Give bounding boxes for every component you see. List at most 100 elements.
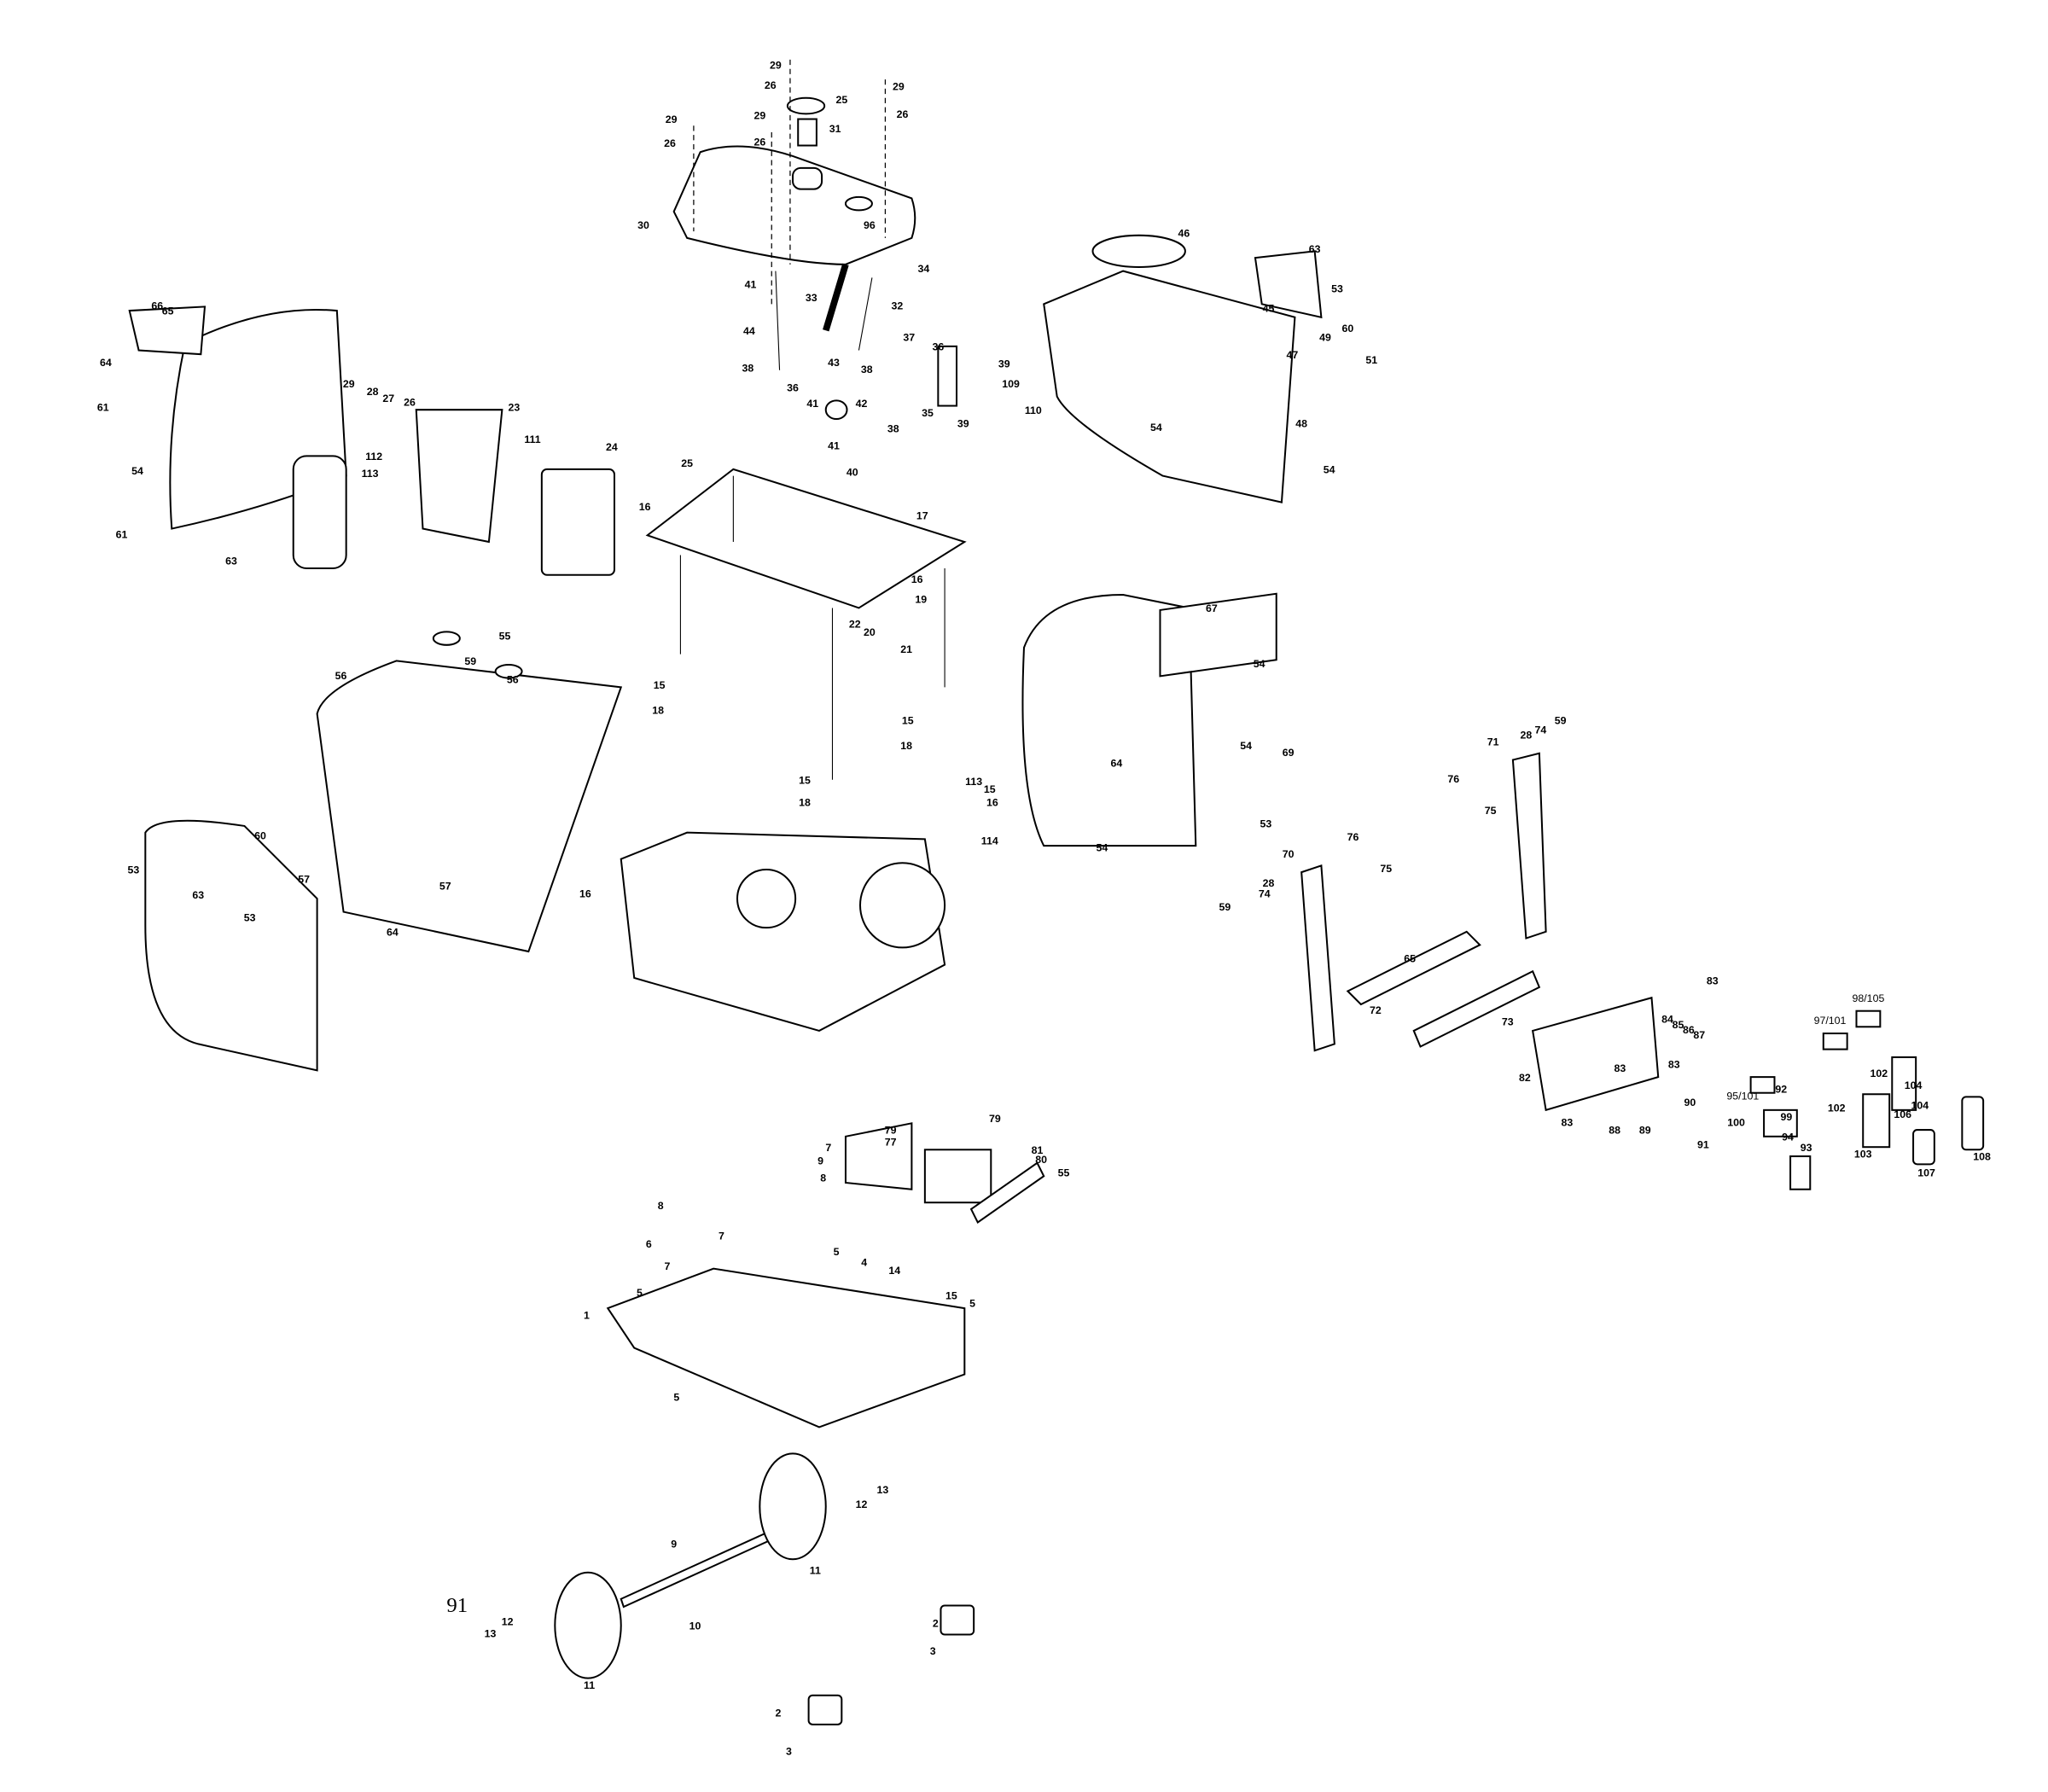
part-number-label: 61 [97, 402, 109, 414]
part-number-label: 102 [1870, 1068, 1888, 1079]
part-number-label: 67 [1206, 602, 1218, 614]
foot [940, 1604, 975, 1636]
part-number-label: 87 [1693, 1029, 1705, 1041]
access-panel [1254, 250, 1323, 319]
part-number-label: 106 [1894, 1108, 1911, 1120]
part-number-label: 53 [1260, 817, 1271, 829]
part-number-label: 90 [1684, 1097, 1696, 1108]
base-pan [606, 1267, 966, 1428]
part-number-label: 29 [893, 80, 905, 92]
breaker [1749, 1076, 1776, 1094]
part-number-label: 33 [806, 292, 817, 304]
part-number-label: 38 [742, 362, 754, 374]
fuel-cap [786, 96, 826, 115]
handle-group [1300, 752, 1547, 1052]
part-number-label: 1 [584, 1309, 590, 1321]
part-number-label: 54 [131, 465, 143, 477]
fuel-pipe [775, 271, 873, 370]
part-number-label: 48 [1295, 417, 1307, 429]
part-number-label: 60 [1341, 323, 1353, 335]
part-number-label: 32 [891, 300, 903, 312]
engine-flywheel [858, 862, 946, 949]
part-number-label: 5 [834, 1246, 840, 1258]
part-number-label: 44 [743, 325, 755, 337]
front-panel-frame [1021, 593, 1197, 847]
part-number-label: 73 [1502, 1016, 1514, 1028]
part-number-label: 59 [1555, 715, 1567, 727]
right-cover-group [1021, 234, 1323, 847]
outlet-cover [1961, 1096, 1985, 1151]
part-number-label: 3 [786, 1745, 792, 1757]
carry-handle [128, 305, 207, 356]
part-number-label: 29 [666, 113, 678, 125]
part-number-label: 46 [1178, 227, 1190, 239]
battery [923, 1149, 992, 1204]
part-number-label: 79 [989, 1113, 1001, 1125]
part-number-label: 7 [664, 1260, 670, 1272]
part-number-label: 109 [1002, 378, 1020, 390]
rear-panel [144, 819, 318, 1072]
part-number-label: 17 [916, 510, 928, 522]
part-number-label: 9 [671, 1538, 677, 1550]
part-number-label: 25 [681, 457, 693, 469]
part-number-label: 31 [829, 123, 841, 135]
part-number-label: 39 [998, 358, 1010, 370]
part-number-label: 83 [1562, 1116, 1574, 1128]
part-number-label: 5 [969, 1298, 975, 1310]
part-number-label: 102 [1828, 1102, 1846, 1114]
module [1763, 1108, 1798, 1137]
part-number-label: 64 [100, 357, 112, 369]
part-number-label: 53 [128, 864, 140, 876]
part-number-label: 9 [817, 1155, 823, 1167]
muffler [540, 468, 616, 576]
part-number-label: 5 [637, 1287, 643, 1299]
handle-grip [1412, 969, 1541, 1048]
part-number-label: 113 [362, 468, 379, 480]
part-number-label: 61 [116, 528, 128, 540]
left-side-cover-group [128, 305, 616, 576]
fuel-tank [672, 145, 916, 265]
part-number-label: 15 [902, 715, 914, 727]
part-number-label: 30 [637, 219, 649, 231]
part-number-label: 3 [930, 1645, 936, 1657]
part-number-label: 71 [1487, 736, 1499, 748]
part-number-label: 5 [673, 1391, 679, 1403]
handle-arm-right [1511, 752, 1547, 940]
part-number-label: 74 [1259, 888, 1271, 900]
part-number-label: 53 [244, 911, 256, 923]
part-number-label: 25 [835, 94, 847, 106]
part-number-label: 13 [876, 1484, 888, 1496]
part-number-label: 18 [900, 740, 912, 752]
part-number-label: 7 [825, 1142, 831, 1154]
part-number-label: 86 [1683, 1024, 1695, 1036]
part-number-label: 15 [799, 774, 811, 786]
part-number-label: 29 [753, 110, 765, 122]
part-number-label: 98/105 [1852, 992, 1884, 1004]
part-number-label: 60 [254, 829, 266, 841]
handle-arm-left [1300, 864, 1335, 1052]
part-number-label: 104 [1911, 1099, 1929, 1111]
part-number-label: 45 [1263, 303, 1275, 315]
part-number-label: 103 [1854, 1149, 1872, 1161]
part-number-label: 51 [1365, 354, 1377, 366]
part-number-label: 28 [1263, 877, 1275, 889]
part-number-label: 43 [828, 357, 840, 369]
part-number-label: 34 [917, 263, 929, 275]
part-number-label: 20 [864, 626, 876, 638]
part-number-label: 24 [606, 441, 618, 453]
engine [620, 831, 946, 1033]
part-number-label: 12 [502, 1616, 514, 1628]
control-panel-group [1531, 996, 1985, 1190]
part-number-label: 28 [1521, 730, 1533, 742]
part-number-label: 4 [861, 1257, 867, 1269]
cap [432, 631, 461, 646]
part-number-label: 75 [1485, 805, 1497, 817]
part-number-label: 69 [1283, 747, 1295, 759]
receptacle [1862, 1093, 1891, 1149]
part-number-label: 84 [1661, 1014, 1673, 1026]
part-number-label: 41 [806, 398, 818, 410]
part-number-label: 47 [1286, 349, 1298, 361]
part-number-label: 11 [810, 1564, 821, 1576]
